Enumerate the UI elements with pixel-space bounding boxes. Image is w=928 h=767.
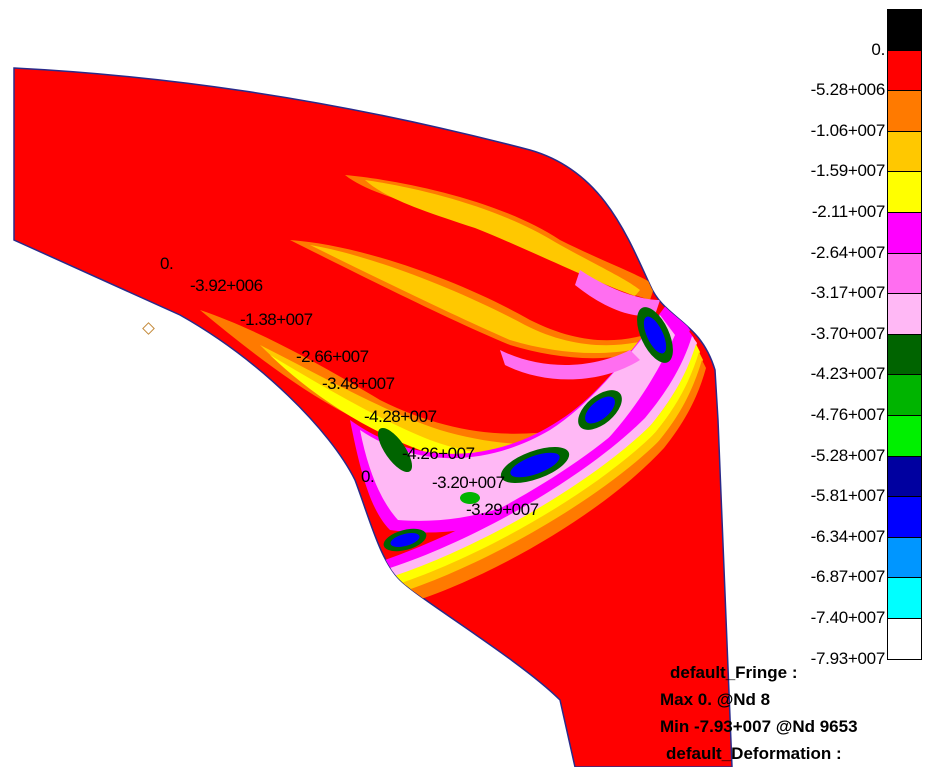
legend-label: -6.87+007 <box>810 567 886 587</box>
legend-swatch <box>887 577 922 619</box>
legend-label: -4.76+007 <box>810 405 886 424</box>
legend-label: -1.59+007 <box>810 161 886 181</box>
probe-label: -4.28+007 <box>364 407 437 426</box>
legend-swatch <box>887 496 922 538</box>
legend-label: -1.06+007 <box>810 120 886 140</box>
legend-swatch <box>887 49 922 92</box>
legend-label: -7.40+007 <box>810 608 886 627</box>
fringe-max: Max 0. @Nd 8 <box>660 690 771 709</box>
probe-label: -4.26+007 <box>402 444 475 463</box>
fringe-min: Min -7.93+007 @Nd 9653 <box>660 717 858 736</box>
probe-label: -3.92+006 <box>190 276 263 295</box>
legend-swatch <box>887 171 922 213</box>
legend-swatch <box>887 130 922 173</box>
legend-label: -4.23+007 <box>810 364 886 384</box>
fringe-contours <box>200 175 706 604</box>
legend-swatch <box>887 293 922 335</box>
probe-label: -1.38+007 <box>240 310 313 329</box>
legend-label: -6.34+007 <box>810 526 886 546</box>
legend-swatch <box>887 90 922 132</box>
legend-label: 0. <box>871 39 885 59</box>
legend-swatch <box>887 536 922 579</box>
legend-swatch <box>887 415 922 457</box>
probe-label: 0. <box>361 467 375 486</box>
probe-label: -3.48+007 <box>322 374 395 393</box>
legend-label: -5.28+006 <box>810 80 886 100</box>
legend-swatch <box>887 333 922 376</box>
legend-label: -2.64+007 <box>810 242 886 262</box>
legend-swatch <box>887 455 922 498</box>
legend-label: -7.93+007 <box>810 648 886 668</box>
legend-label: -3.17+007 <box>810 283 886 303</box>
legend-label: -5.28+007 <box>810 445 886 465</box>
probe-label: 0. <box>160 254 174 273</box>
deformation-title: default_Deformation : <box>666 744 842 763</box>
legend-label: -2.11+007 <box>811 202 885 221</box>
legend-swatch <box>887 9 922 51</box>
legend-swatch <box>887 618 922 660</box>
legend-swatch <box>887 374 922 416</box>
probe-label: -2.66+007 <box>296 347 369 366</box>
legend-label: -5.81+007 <box>810 486 886 506</box>
legend-swatch <box>887 212 922 254</box>
probe-label: -3.20+007 <box>432 473 505 492</box>
probe-label: -3.29+007 <box>466 500 539 519</box>
legend-label: -3.70+007 <box>810 323 886 343</box>
legend-swatch <box>887 252 922 295</box>
fringe-title: default_Fringe : <box>670 663 798 682</box>
